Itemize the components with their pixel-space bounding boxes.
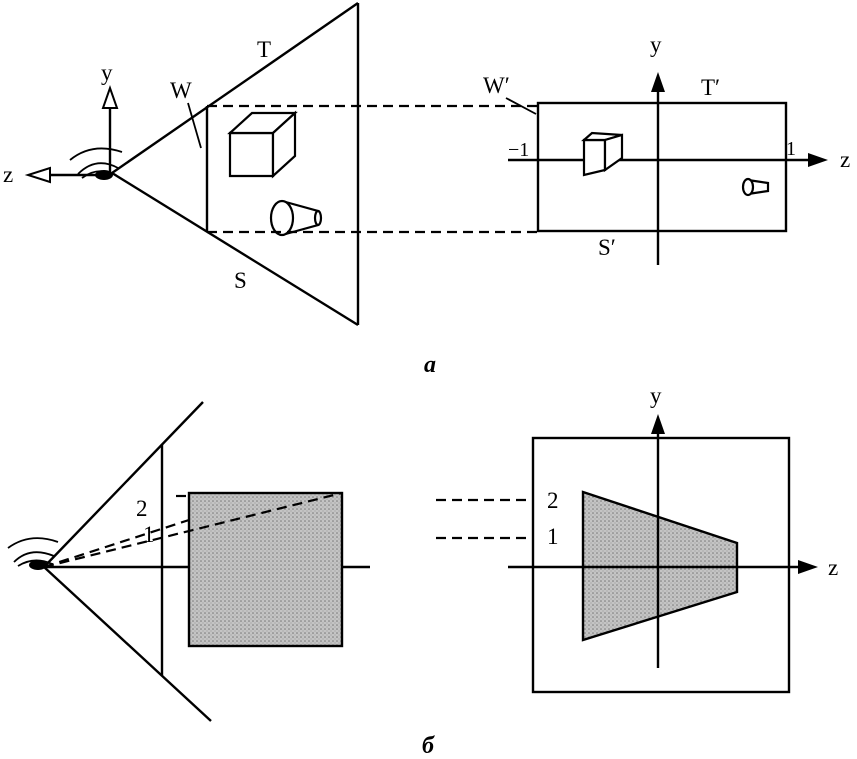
window-y-arrowhead <box>651 72 665 92</box>
w-prime-label: W′ <box>483 73 510 98</box>
frustum-top-edge <box>111 2 359 174</box>
minus-one-label: −1 <box>508 139 529 161</box>
panel-a: y z W T S <box>3 2 850 378</box>
window-z-arrowhead <box>808 153 828 167</box>
side-frustum-top <box>43 401 204 568</box>
eye-y-axis <box>101 84 119 172</box>
view-b-z-label: z <box>828 555 838 580</box>
projected-cube <box>581 131 624 177</box>
panel-b-caption: б <box>422 733 435 759</box>
panel-a-window: y z W′ T′ S′ −1 1 <box>483 32 850 265</box>
view-b-y-arrowhead <box>651 414 665 434</box>
ray-1 <box>43 518 190 569</box>
window-y-label: y <box>650 32 662 57</box>
one-label: 1 <box>786 138 796 160</box>
s-label: S <box>234 268 247 293</box>
cube-object <box>227 110 298 179</box>
panel-b-side-view: 2 1 <box>7 401 370 722</box>
view-b-y-label: y <box>650 383 662 408</box>
eye-y-label: y <box>101 60 113 85</box>
eye-z-label: z <box>3 162 13 187</box>
panel-b: 2 1 2 1 y z б <box>7 383 838 759</box>
ray-1-label: 1 <box>143 522 155 547</box>
ray-2-label: 2 <box>136 496 148 521</box>
panel-b-projected-view: y z <box>508 383 838 694</box>
level-2-label: 2 <box>547 488 559 513</box>
t-label: T <box>257 37 271 62</box>
window-w-prime <box>536 101 788 233</box>
frustum-bottom-edge <box>111 171 359 327</box>
view-b-z-arrowhead <box>798 560 818 574</box>
cone-object <box>269 199 323 237</box>
eye-z-axis <box>24 166 100 184</box>
panel-a-caption: а <box>424 352 436 378</box>
t-prime-label: T′ <box>701 75 720 100</box>
view-window-b <box>531 436 791 694</box>
s-prime-label: S′ <box>598 235 616 260</box>
side-frustum-bottom <box>43 566 212 722</box>
eye-icon-b <box>7 537 59 570</box>
level-1-label: 1 <box>547 524 559 549</box>
eye-icon <box>69 147 123 180</box>
w-leader-line <box>187 102 202 149</box>
projected-cone <box>741 177 770 197</box>
w-prime-leader-line <box>505 97 537 115</box>
w-label: W <box>170 78 192 103</box>
panel-a-frustum: y z W T S <box>3 2 360 327</box>
ray-2 <box>43 491 343 569</box>
window-z-label: z <box>840 147 850 172</box>
side-object-square <box>187 491 344 648</box>
